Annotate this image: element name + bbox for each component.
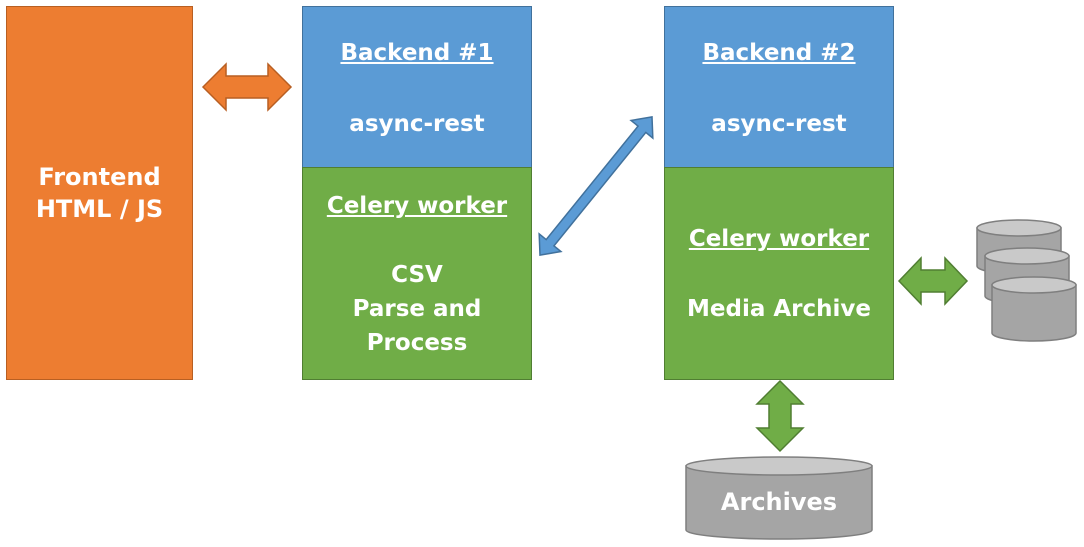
backend2-worker-line-1: Media Archive bbox=[687, 296, 871, 322]
backend2-subtitle: async-rest bbox=[711, 111, 847, 137]
database-icon-bottom bbox=[991, 276, 1077, 342]
backend2-worker-box: Celery worker Media Archive bbox=[664, 167, 894, 380]
frontend-title: Frontend bbox=[38, 163, 161, 191]
backend2-worker-title: Celery worker bbox=[688, 226, 870, 252]
backend2-rest-box: Backend #2 async-rest bbox=[664, 6, 894, 168]
backend1-worker-title: Celery worker bbox=[326, 193, 508, 219]
worker2-databases-arrow bbox=[897, 256, 969, 306]
backend1-worker-line-3: Process bbox=[366, 330, 468, 356]
backend1-worker-line-1: CSV bbox=[391, 262, 443, 288]
backend1-worker-line-2: Parse and bbox=[352, 296, 482, 322]
backend1-title: Backend #1 bbox=[340, 40, 494, 66]
archives-label: Archives bbox=[720, 488, 838, 516]
worker2-archives-arrow bbox=[755, 379, 805, 453]
archives-database-icon bbox=[685, 456, 873, 540]
frontend-box: Frontend HTML / JS bbox=[6, 6, 193, 380]
frontend-backend1-arrow bbox=[201, 62, 293, 112]
backend2-title: Backend #2 bbox=[702, 40, 856, 66]
backend1-subtitle: async-rest bbox=[349, 111, 485, 137]
frontend-subtitle: HTML / JS bbox=[35, 195, 164, 223]
worker1-backend2-arrow bbox=[538, 115, 654, 257]
backend1-rest-box: Backend #1 async-rest bbox=[302, 6, 532, 168]
backend1-worker-box: Celery worker CSV Parse and Process bbox=[302, 167, 532, 380]
